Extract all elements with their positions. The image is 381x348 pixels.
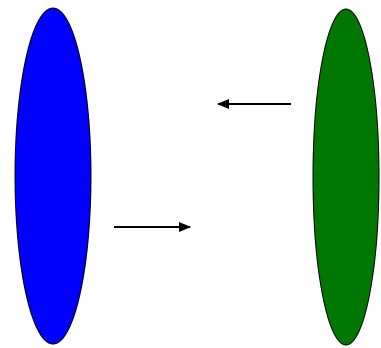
right-ellipse [312, 8, 380, 346]
left-ellipse [14, 7, 92, 345]
